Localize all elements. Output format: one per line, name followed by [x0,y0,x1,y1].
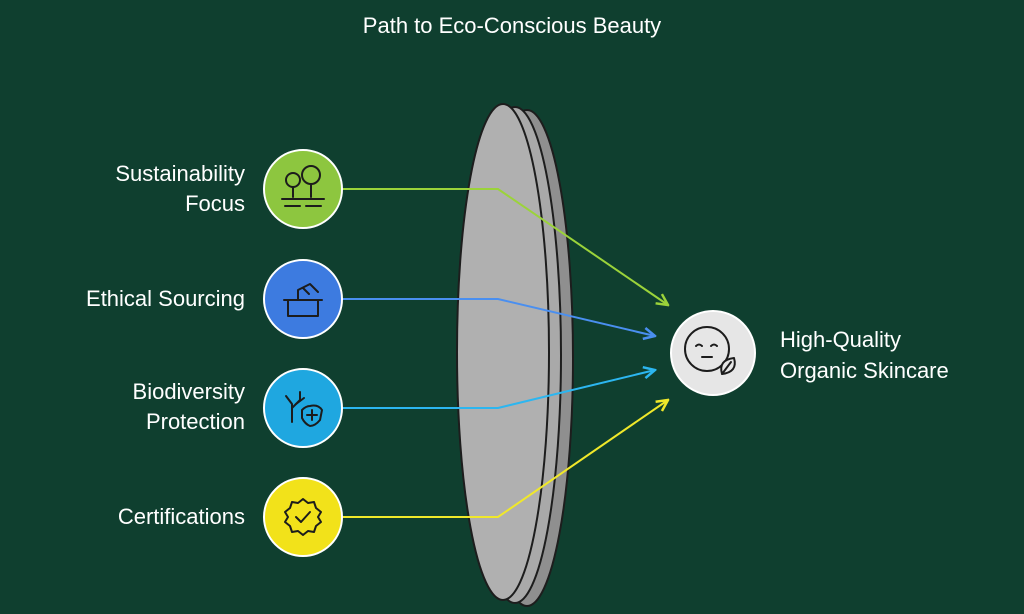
label-line: Ethical Sourcing [86,286,245,311]
label-line: Protection [145,409,245,434]
label-line: High-Quality [780,327,902,352]
label-high-quality-organic-skincare: High-Quality Organic Skincare [780,324,949,386]
coral-shield-icon [263,368,343,448]
label-line: Sustainability [115,161,245,186]
face-leaf-icon [670,310,756,396]
label-ethical-sourcing: Ethical Sourcing [86,284,245,314]
arrow-ethical-sourcing [342,298,655,336]
label-sustainability-focus: Sustainability Focus [115,159,245,219]
lens-shape [456,103,574,607]
label-line: Focus [185,191,245,216]
label-line: Organic Skincare [780,358,949,383]
label-line: Biodiversity [132,379,245,404]
arrow-sustainability [342,188,668,305]
arrow-certifications [342,400,668,518]
badge-check-icon [263,477,343,557]
trees-icon [263,149,343,229]
label-line: Certifications [117,504,245,529]
arrow-biodiversity [342,370,655,409]
page-title: Path to Eco-Conscious Beauty [362,13,662,38]
donation-box-icon [263,259,343,339]
label-biodiversity-protection: Biodiversity Protection [133,377,245,437]
label-certifications: Certifications [118,502,245,532]
